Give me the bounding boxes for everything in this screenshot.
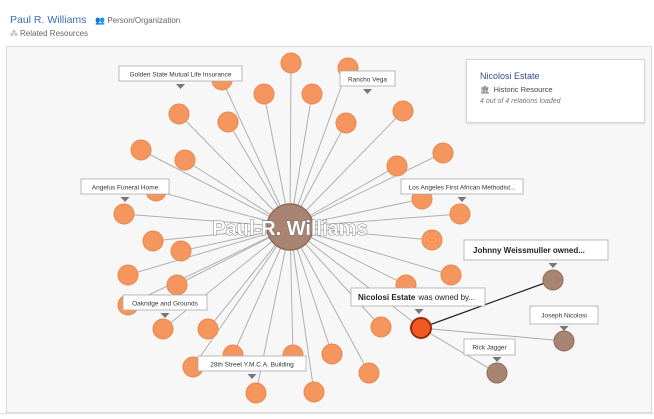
page-title: Paul R. Williams 👥Person/Organization — [10, 14, 180, 26]
edge-joseph — [420, 327, 565, 342]
resource-node[interactable] — [386, 155, 408, 177]
title-link[interactable]: Paul R. Williams — [10, 14, 87, 26]
resource-node[interactable] — [170, 240, 192, 262]
label-title: Nicolosi Estate — [358, 293, 416, 302]
landmark-icon: 🏛 — [480, 85, 490, 94]
node-label-rancho-vega: Rancho Vega — [339, 70, 396, 94]
node-label-oakridge: Oakridge and Grounds — [122, 294, 208, 318]
node-label-rick-jagger: Rick Jagger — [463, 338, 516, 362]
resource-node[interactable] — [245, 382, 267, 404]
node-label-golden-state: Golden State Mutual Life Insurance — [118, 65, 243, 89]
info-card-title[interactable]: Nicolosi Estate — [480, 71, 540, 81]
label-text: Rick Jagger — [472, 345, 507, 352]
resource-node[interactable] — [217, 111, 239, 133]
label-text: Oakridge and Grounds — [132, 301, 199, 308]
resource-header: Paul R. Williams 👥Person/Organization ⁂R… — [0, 0, 654, 44]
label-text: Golden State Mutual Life Insurance — [130, 72, 232, 79]
node-label-28th-street-ymca: 28th Street Y.M.C.A. Building — [197, 355, 307, 379]
selected-node-nicolosi-estate[interactable] — [410, 317, 432, 339]
resource-node[interactable] — [392, 100, 414, 122]
resource-node[interactable] — [301, 83, 323, 105]
node-label-joseph-nicolosi: Joseph Nicolosi — [529, 305, 599, 331]
resource-node[interactable] — [449, 203, 471, 225]
resource-node[interactable] — [370, 316, 392, 338]
edge-rick — [420, 327, 498, 374]
related-resources-label: Related Resources — [20, 29, 89, 38]
resource-node[interactable] — [117, 264, 139, 286]
relationship-graph-panel[interactable]: Paul-R. Williams Golden State Mutual Lif… — [6, 46, 652, 413]
resource-node[interactable] — [280, 52, 302, 74]
label-text: 28th Street Y.M.C.A. Building — [210, 362, 294, 369]
center-node-paul-r-williams[interactable] — [266, 203, 314, 251]
center-node-label: Paul-R. Williams — [212, 218, 367, 240]
resource-node[interactable] — [432, 142, 454, 164]
resource-node[interactable] — [358, 362, 380, 384]
related-icon: ⁂ — [10, 29, 18, 38]
node-label-angelus-funeral-home: Angelus Funeral Home — [80, 178, 170, 202]
resource-node[interactable] — [440, 264, 462, 286]
relationship-graph[interactable]: Paul-R. Williams Golden State Mutual Lif… — [7, 47, 651, 412]
label-text: Rancho Vega — [348, 77, 387, 84]
info-card-type: 🏛Historic Resource — [480, 85, 553, 94]
resource-node[interactable] — [166, 274, 188, 296]
resource-node[interactable] — [168, 103, 190, 125]
resource-node[interactable] — [197, 318, 219, 340]
resource-node[interactable] — [113, 203, 135, 225]
entity-type-label: Person/Organization — [107, 16, 181, 25]
node-label-johnny-weissmuller: Johnny Weissmuller owned... — [463, 239, 609, 268]
resource-node[interactable] — [335, 112, 357, 134]
person-node-rick-jagger[interactable] — [486, 362, 508, 384]
label-text: Angelus Funeral Home — [92, 185, 159, 192]
label-text: Johnny Weissmuller owned... — [473, 246, 585, 255]
entity-type: 👥Person/Organization — [95, 16, 180, 25]
label-relation: was owned by... — [417, 293, 475, 302]
people-icon: 👥 — [95, 16, 106, 25]
edge-highlight — [420, 279, 554, 329]
info-card-note: 4 out of 4 relations loaded — [480, 98, 561, 105]
node-label-los-angeles-first-ame: Los Angeles First African Methodist... — [400, 178, 524, 202]
related-resources-link[interactable]: ⁂Related Resources — [10, 29, 88, 38]
person-node-johnny-weissmuller[interactable] — [542, 269, 564, 291]
label-text: Los Angeles First African Methodist... — [409, 185, 516, 192]
info-card: Nicolosi Estate 🏛Historic Resource 4 out… — [466, 59, 645, 123]
resource-node[interactable] — [152, 318, 174, 340]
label-text: Joseph Nicolosi — [541, 313, 587, 320]
resource-node[interactable] — [130, 139, 152, 161]
person-node-joseph-nicolosi[interactable] — [553, 330, 575, 352]
resource-node[interactable] — [253, 83, 275, 105]
resource-node[interactable] — [142, 230, 164, 252]
resource-node[interactable] — [174, 149, 196, 171]
resource-node[interactable] — [421, 229, 443, 251]
divider — [0, 413, 654, 414]
info-card-type-label: Historic Resource — [493, 85, 553, 94]
resource-node[interactable] — [321, 343, 343, 365]
resource-node[interactable] — [303, 381, 325, 403]
